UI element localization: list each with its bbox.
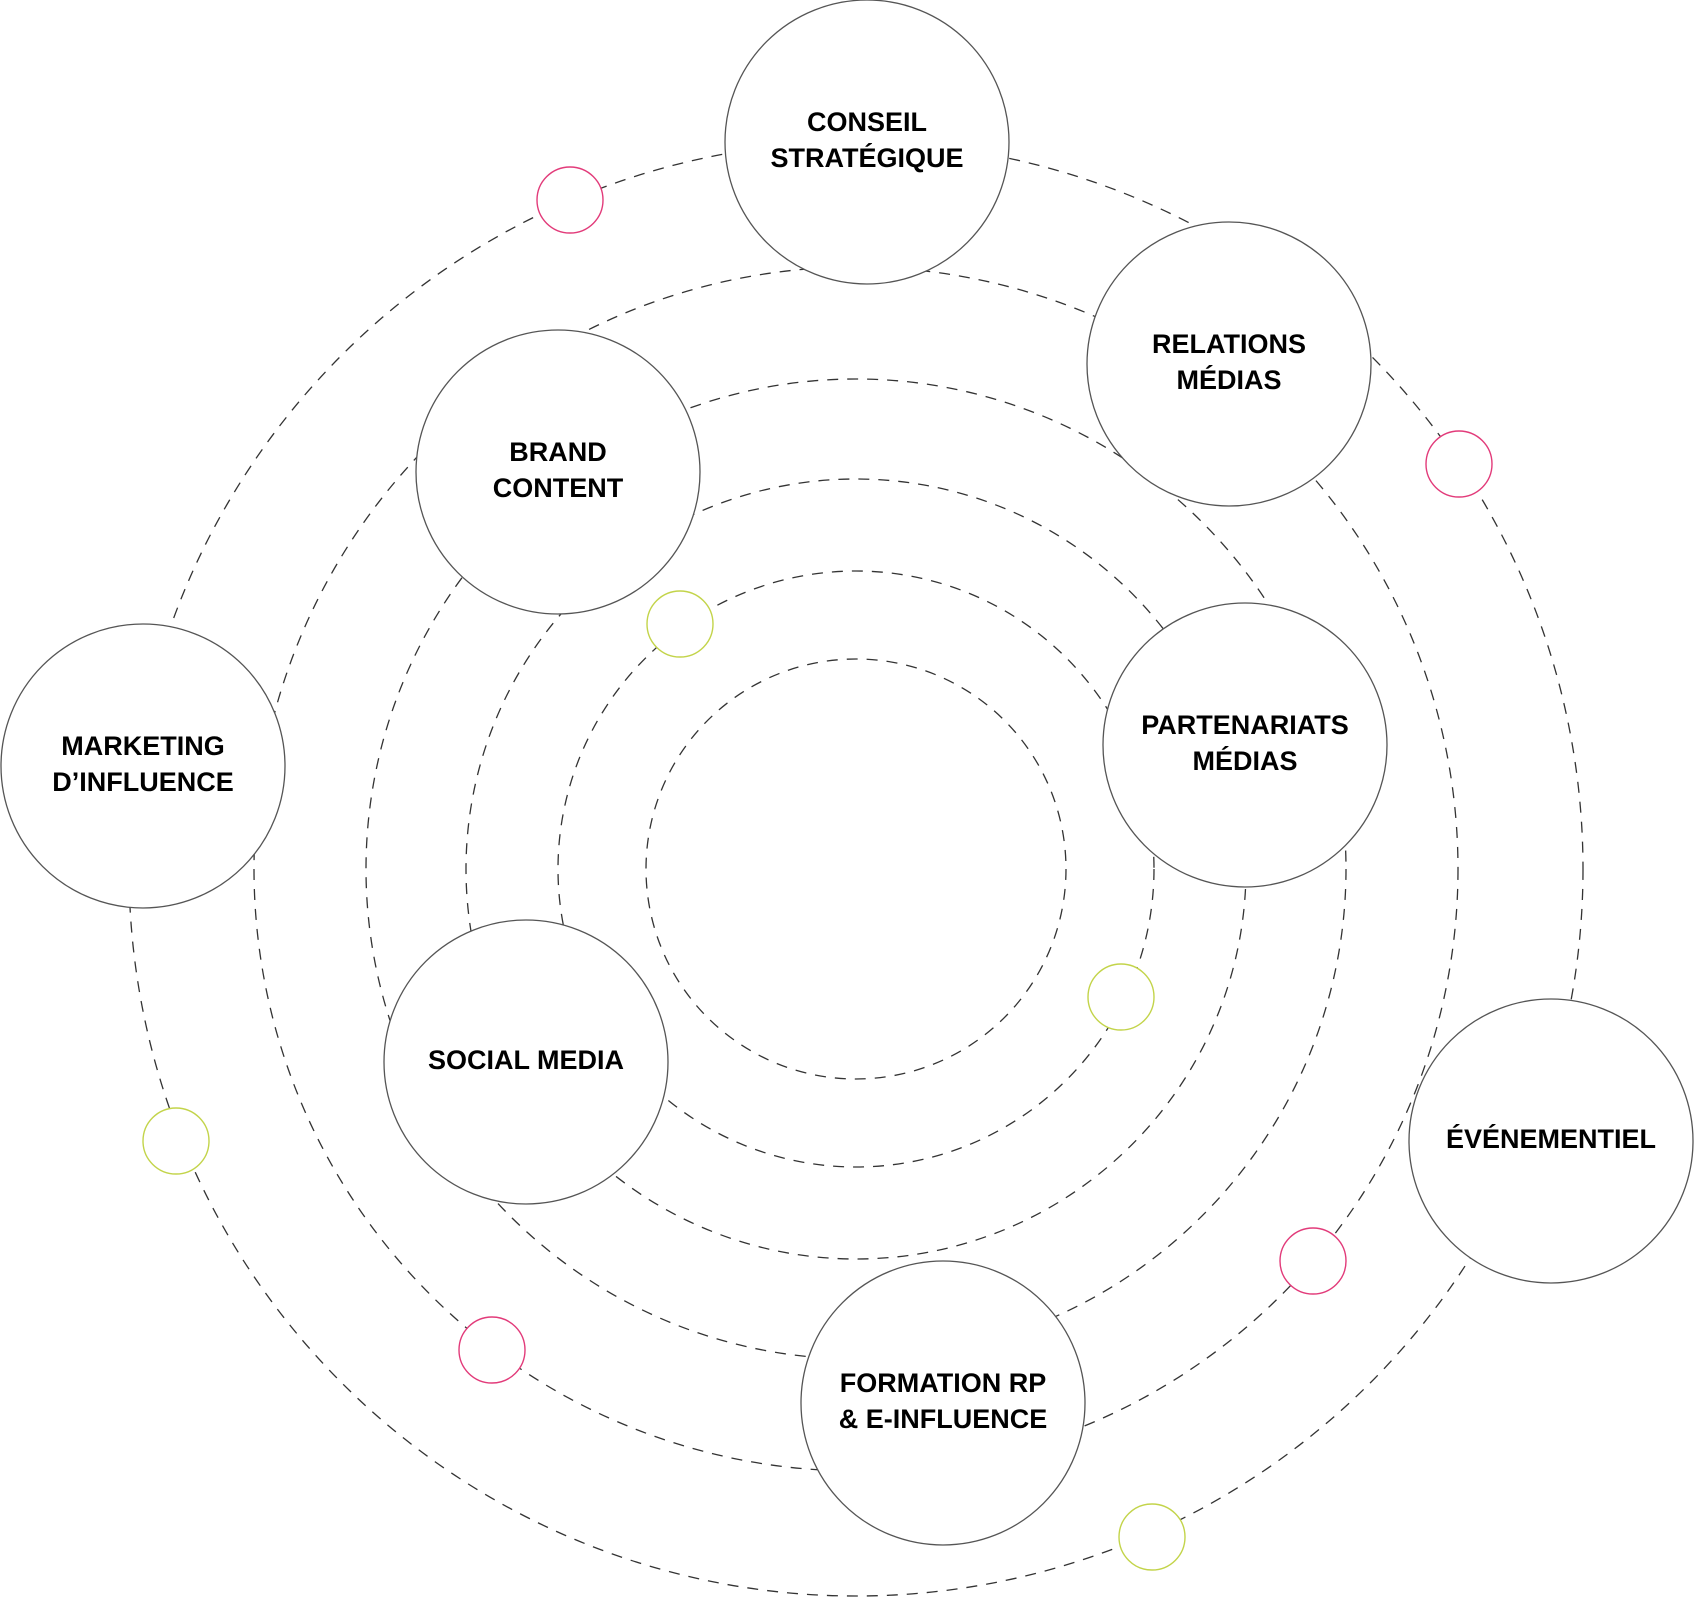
node-label-conseil-strategique-line-2: STRATÉGIQUE xyxy=(770,142,963,173)
node-label-relations-medias-line-2: MÉDIAS xyxy=(1176,364,1281,395)
node-circle-brand-content xyxy=(415,329,701,615)
orbit-marker-green-8 xyxy=(1118,1503,1186,1571)
node-label-relations-medias-line-1: RELATIONS xyxy=(1152,329,1306,359)
node-formation-rp: FORMATION RP & E-INFLUENCE xyxy=(800,1260,1086,1546)
node-label-conseil-strategique-line-1: CONSEIL xyxy=(807,107,927,137)
orbit-marker-green-4 xyxy=(1087,963,1155,1031)
orbit-marker-pink-6 xyxy=(1279,1227,1347,1295)
node-circle-marketing-influence xyxy=(0,623,286,909)
node-label-brand-content-line-2: CONTENT xyxy=(493,473,624,503)
node-label-formation-rp-line-1: FORMATION RP xyxy=(840,1368,1046,1398)
node-circle-relations-medias xyxy=(1086,221,1372,507)
orbit-ring-1 xyxy=(645,658,1067,1080)
node-label-marketing-influence-line-1: MARKETING xyxy=(61,731,225,761)
node-circle-conseil-strategique xyxy=(724,0,1010,285)
node-conseil-strategique: CONSEIL STRATÉGIQUE xyxy=(724,0,1010,285)
node-circle-formation-rp xyxy=(800,1260,1086,1546)
node-label-partenariats-medias-line-1: PARTENARIATS xyxy=(1141,710,1349,740)
node-partenariats-medias: PARTENARIATS MÉDIAS xyxy=(1102,602,1388,888)
orbit-marker-pink-1 xyxy=(536,166,604,234)
node-marketing-influence: MARKETING D’INFLUENCE xyxy=(0,623,286,909)
node-label-marketing-influence-line-2: D’INFLUENCE xyxy=(52,767,234,797)
node-brand-content: BRAND CONTENT xyxy=(415,329,701,615)
node-evenementiel: ÉVÉNEMENTIEL xyxy=(1408,998,1694,1284)
orbit-marker-pink-2 xyxy=(1425,430,1493,498)
orbit-marker-green-5 xyxy=(142,1107,210,1175)
node-label-brand-content-line-1: BRAND xyxy=(509,437,607,467)
node-circle-partenariats-medias xyxy=(1102,602,1388,888)
node-social-media: SOCIAL MEDIA xyxy=(383,919,669,1205)
node-circle-social-media xyxy=(383,919,669,1205)
node-label-social-media-line-1: SOCIAL MEDIA xyxy=(428,1045,624,1075)
orbit-markers xyxy=(142,166,1493,1571)
orbit-marker-green-3 xyxy=(646,590,714,658)
service-nodes: CONSEIL STRATÉGIQUE RELATIONS MÉDIAS BRAND CO… xyxy=(0,0,1694,1546)
node-label-partenariats-medias-line-2: MÉDIAS xyxy=(1192,745,1297,776)
node-relations-medias: RELATIONS MÉDIAS xyxy=(1086,221,1372,507)
orbit-ring-2 xyxy=(557,570,1155,1168)
orbit-marker-pink-7 xyxy=(458,1316,526,1384)
node-label-evenementiel-line-1: ÉVÉNEMENTIEL xyxy=(1446,1123,1656,1154)
node-circle-evenementiel xyxy=(1408,998,1694,1284)
node-label-formation-rp-line-2: & E-INFLUENCE xyxy=(839,1404,1048,1434)
